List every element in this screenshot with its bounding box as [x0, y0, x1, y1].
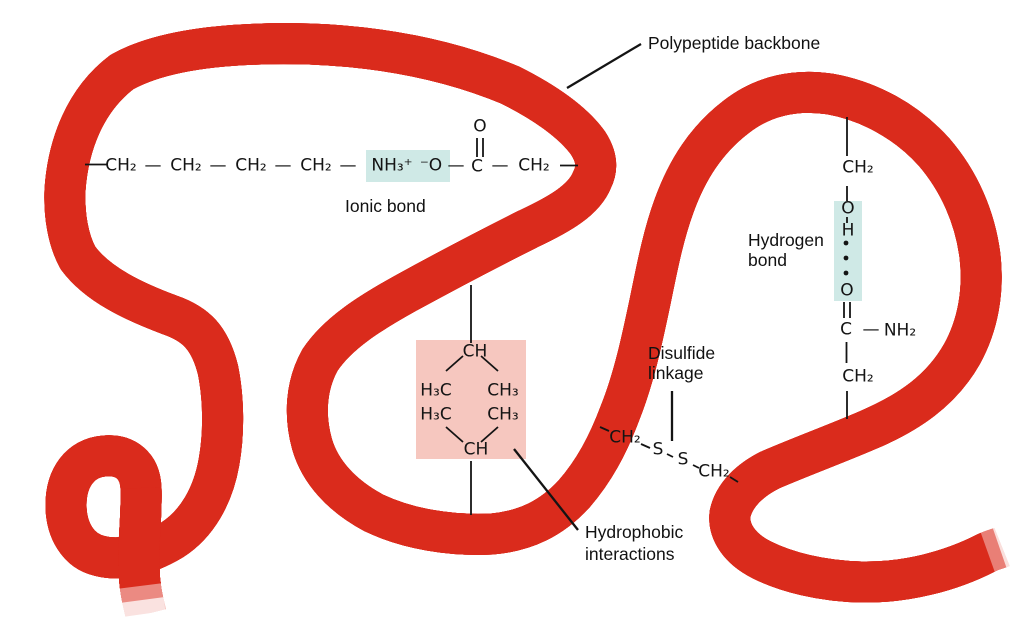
formula-atom-ionic_chain: —: [209, 155, 227, 176]
ionic-bond-label-line: Ionic bond: [345, 196, 426, 216]
backbone-tail-overlay: [139, 488, 146, 614]
formula-atom-hydrogen_bond_group: C: [840, 319, 852, 340]
formula-atom-hydrogen_bond_group: CH₂: [842, 366, 874, 387]
formula-atom-hydrogen_bond_group: CH₂: [842, 157, 874, 178]
formula-atom-ionic_chain: C: [471, 156, 483, 177]
formula-atom-hydrogen_bond_group: O: [840, 280, 854, 301]
formula-atom-ionic_chain: CH₂: [300, 155, 332, 176]
formula-atom-ionic_chain: —: [491, 155, 509, 176]
hydrogen-bond-label-line: bond: [748, 250, 787, 270]
formula-atom-hydrogen_bond_group: NH₂: [883, 320, 917, 341]
formula-atom-ionic_chain: CH₂: [518, 155, 550, 176]
polypeptide-backbone-label-line: Polypeptide backbone: [648, 33, 821, 53]
bond-lines: [85, 117, 851, 515]
chain-end-fade: [118, 517, 1020, 635]
formula-atom-ionic_chain: —: [274, 155, 292, 176]
pointer-lines: [513, 43, 674, 531]
formula-atom-hydrophobic_group: CH₃: [487, 404, 519, 425]
polypeptide-backbone-tube: [65, 44, 1020, 635]
formula-atom-hydrophobic_group: H₃C: [420, 380, 452, 401]
ionic-bond-label: Ionic bond: [345, 196, 426, 216]
formula-atom-ionic_chain: —: [339, 155, 357, 176]
formula-atom-hydrophobic_group: CH: [462, 341, 488, 362]
formula-atom-ionic_chain: —: [447, 155, 465, 176]
formula-atom-ionic_chain: ⁻O: [419, 155, 443, 176]
formula-atom-hydrogen_bond_group: O: [841, 198, 855, 219]
hydrophobic-highlight: [416, 340, 526, 459]
formula-atom-hydrogen_bond_group: —: [862, 319, 880, 340]
hydrophobic-interactions-label-line: Hydrophobic: [585, 522, 684, 542]
formula-atom-disulfide_chain: CH₂: [698, 461, 730, 482]
hydrophobic-interactions-label-line: interactions: [585, 544, 675, 564]
formula-atom-disulfide_chain: S: [677, 449, 689, 470]
formula-atom-ionic_chain: —: [144, 155, 162, 176]
formula-atom-ionic_chain: O: [473, 116, 487, 137]
formula-atom-disulfide_chain: S: [652, 439, 664, 460]
ionic-bond-highlight: [366, 150, 450, 182]
formula-atom-ionic_chain: NH₃⁺: [371, 155, 413, 176]
hydrophobic-pointer-line: [513, 448, 579, 531]
formula-atom-disulfide_chain: CH₂: [609, 427, 641, 448]
formula-atom-hydrophobic_group: CH₃: [487, 380, 519, 401]
formula-atom-hydrophobic_group: H₃C: [420, 404, 452, 425]
formula-atom-hydrophobic_group: CH: [463, 439, 489, 460]
formula-atom-ionic_chain: CH₂: [105, 155, 137, 176]
formula-atom-ionic_chain: CH₂: [235, 155, 267, 176]
hydrogen-bond-dots: [843, 240, 849, 276]
hydrogen-bond-highlight: [834, 201, 862, 301]
formula-atom-hydrogen_bond_group: H: [841, 220, 855, 241]
hydrogen-bond-label-line: Hydrogen: [748, 230, 824, 250]
formula-atom-ionic_chain: CH₂: [170, 155, 202, 176]
disulfide-linkage-label-line: linkage: [648, 363, 704, 383]
disulfide-linkage-label-line: Disulfide: [648, 343, 716, 363]
polypeptide-pointer-line: [566, 43, 642, 89]
polypeptide-backbone-label: Polypeptide backbone: [648, 33, 820, 53]
